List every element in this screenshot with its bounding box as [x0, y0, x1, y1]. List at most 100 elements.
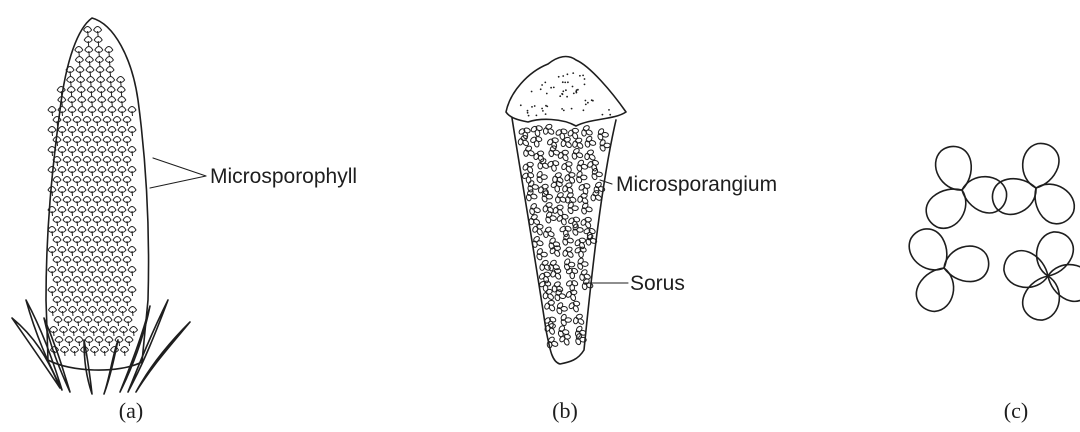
scale-tip	[77, 261, 78, 266]
stipple-dot	[573, 93, 575, 95]
scale-tip	[127, 241, 128, 246]
scale-tip	[99, 61, 100, 66]
scale-tip	[127, 281, 128, 286]
scale-tip	[111, 91, 112, 96]
scale-tip	[102, 211, 103, 216]
microsporangium	[521, 171, 535, 184]
scale-tip	[91, 91, 92, 96]
scale-tip	[87, 181, 88, 186]
microsporangium	[530, 124, 545, 138]
scale-tip	[111, 81, 112, 86]
leaf	[12, 318, 60, 388]
stipple-dot	[534, 105, 536, 107]
stipple-dot	[566, 96, 568, 98]
scale-tip	[62, 171, 63, 176]
scale-tip	[74, 331, 75, 336]
scale-tip	[82, 151, 83, 156]
scale-tip	[77, 201, 78, 206]
scale-tip	[52, 211, 53, 216]
scale-tip	[117, 301, 118, 306]
scale-tip	[132, 131, 133, 136]
scale-tip	[67, 301, 68, 306]
scale-tip	[107, 241, 108, 246]
scale-tip	[67, 221, 68, 226]
sporangium-lobe	[1000, 247, 1053, 293]
scale-tip	[107, 261, 108, 266]
scale-tip	[57, 241, 58, 246]
scale-tip	[61, 91, 62, 96]
stipple-dot	[563, 110, 565, 112]
microsporangium	[557, 324, 571, 339]
stipple-dot	[608, 109, 610, 111]
scale-tip	[57, 201, 58, 206]
male-cone	[46, 18, 149, 370]
scale-tip	[102, 111, 103, 116]
scale-tip	[62, 101, 63, 106]
scale-tip	[102, 251, 103, 256]
scale-tip	[67, 181, 68, 186]
microsporangium	[557, 332, 574, 348]
stipple-dot	[591, 99, 593, 101]
microsporangium	[547, 144, 562, 160]
sporangium-lobe	[959, 173, 1010, 216]
sporangia-cluster	[982, 135, 1080, 234]
scale-tip	[62, 191, 63, 196]
stipple-dot	[565, 89, 567, 91]
scale-tip	[124, 331, 125, 336]
scale-tip	[132, 211, 133, 216]
microsporangium	[548, 243, 565, 259]
scale-tip	[92, 271, 93, 276]
sporangium-lobe	[902, 222, 958, 279]
scale-tip	[57, 281, 58, 286]
scale-tip	[118, 321, 119, 326]
scale-tip	[89, 51, 90, 56]
scale-tip	[82, 171, 83, 176]
stipple-dot	[572, 72, 574, 74]
stipple-dot	[545, 105, 547, 107]
scale-tip	[87, 261, 88, 266]
scale-tip	[127, 221, 128, 226]
stipple-dot	[527, 112, 529, 114]
scale-tip	[97, 301, 98, 306]
stipple-dot	[584, 78, 586, 80]
scale-tip	[107, 181, 108, 186]
stipple-dot	[585, 100, 587, 102]
caption-b: (b)	[552, 398, 578, 423]
head-texture	[520, 72, 611, 116]
scale-tip	[104, 331, 105, 336]
scale-tip	[82, 111, 83, 116]
microsporangium	[580, 201, 594, 216]
stipple-dot	[531, 106, 533, 108]
microsporangium	[536, 247, 548, 261]
scale-tip	[119, 341, 120, 346]
scale-tip	[77, 141, 78, 146]
scale-tip	[62, 211, 63, 216]
scale-tip	[103, 311, 104, 316]
microsporangium	[560, 313, 571, 326]
scale-tip	[98, 31, 99, 36]
scale-tip	[98, 41, 99, 46]
scale-tip	[99, 51, 100, 56]
scale-tip	[112, 251, 113, 256]
scale-tip	[58, 321, 59, 326]
stipple-dot	[584, 84, 586, 86]
scale-tip	[77, 301, 78, 306]
stipple-dot	[559, 95, 561, 97]
scale-tip	[81, 91, 82, 96]
scale-tip	[88, 321, 89, 326]
stipple-dot	[553, 87, 555, 89]
scale-tip	[97, 181, 98, 186]
scale-tip	[93, 311, 94, 316]
scale-tip	[82, 271, 83, 276]
scale-tip	[102, 271, 103, 276]
stipple-dot	[550, 87, 552, 89]
scale-tip	[64, 331, 65, 336]
stipple-dot	[562, 81, 564, 83]
microsporangium	[570, 135, 587, 152]
scale-tip	[117, 141, 118, 146]
microsporangium-pointer	[600, 180, 612, 184]
scale-tip	[92, 251, 93, 256]
microsporophyll-label: Microsporophyll	[210, 165, 357, 188]
stipple-dot	[528, 115, 530, 117]
scale-tip	[127, 121, 128, 126]
